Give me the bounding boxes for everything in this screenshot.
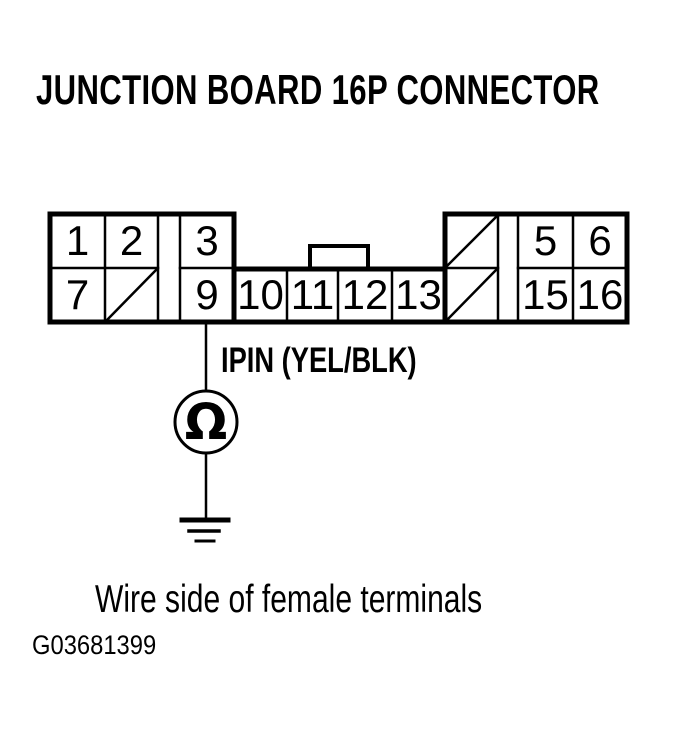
middle-section-grid <box>285 267 394 324</box>
caption: Wire side of female terminals <box>95 578 483 621</box>
ground-icon <box>179 517 231 543</box>
ohm-symbol: Ω <box>184 393 228 451</box>
wire-label: IPIN (YEL/BLK) <box>221 341 417 380</box>
pin-cell-13: 13 <box>395 271 442 318</box>
pin-cell-6: 6 <box>588 217 612 264</box>
right-section-grid <box>443 212 629 324</box>
blanked-cell-14-diagonal <box>445 268 498 322</box>
pin-cell-9: 9 <box>195 271 219 318</box>
pin-cell-10: 10 <box>237 271 284 318</box>
page-title: JUNCTION BOARD 16P CONNECTOR <box>36 66 600 113</box>
pin-cell-15: 15 <box>522 271 569 318</box>
pin-cell-11: 11 <box>290 271 335 318</box>
pin-cell-1: 1 <box>65 217 90 264</box>
pin-cell-3: 3 <box>195 217 219 264</box>
pin-cell-12: 12 <box>341 271 389 318</box>
blanked-cell-4-diagonal <box>445 215 498 268</box>
blanked-cell-8-diagonal <box>105 268 158 322</box>
pin-cell-5: 5 <box>533 217 558 264</box>
pin-cell-2: 2 <box>119 217 144 264</box>
pin-cell-16: 16 <box>576 271 624 318</box>
figure-id: G03681399 <box>32 630 157 660</box>
left-section-grid <box>48 212 236 324</box>
connector-key-tab <box>308 244 370 272</box>
pin-cell-7: 7 <box>65 271 90 318</box>
connector-middle-section <box>231 266 448 325</box>
